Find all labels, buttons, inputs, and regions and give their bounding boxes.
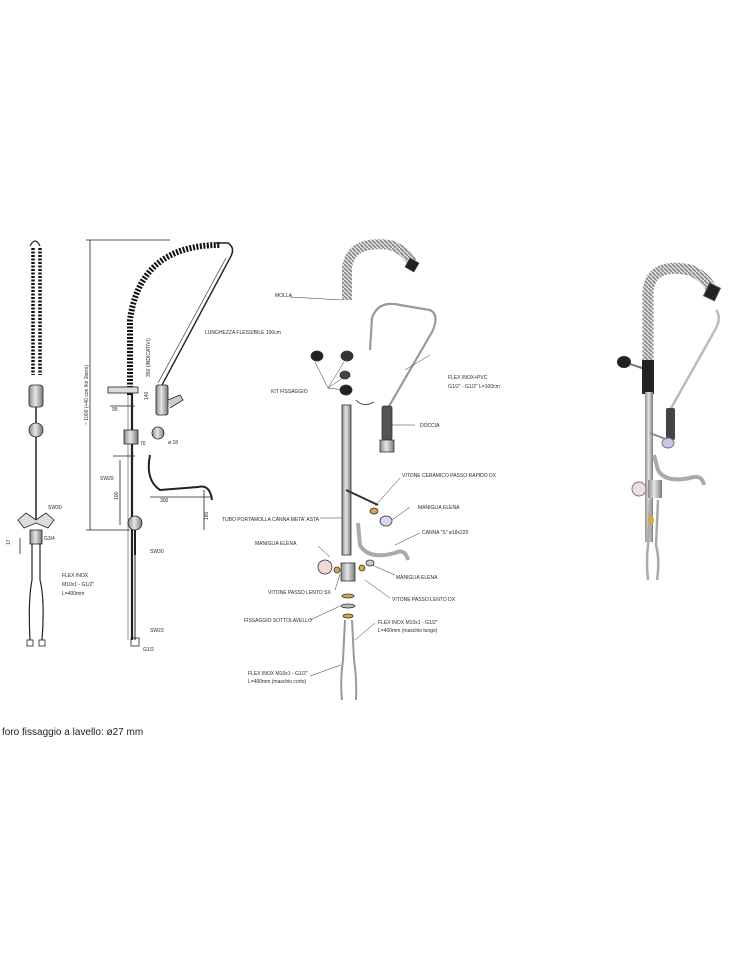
front-dim-17: 17 <box>6 539 12 545</box>
flex-short-label-2: L=400mm (maschio corto) <box>248 679 307 685</box>
exploded-labels: MOLLA KIT FISSAGGIO FLEX INOX+PVC G1/2" … <box>222 293 500 685</box>
side-sw30-label: SW30 <box>150 549 164 555</box>
flex-long-label-1: FLEX INOX M10x1 - G1/2" <box>378 620 438 626</box>
front-flex-line2: M10x1 - G1/2" <box>62 582 94 588</box>
indicativi-label: 350 (INDICATIVI) <box>146 338 152 377</box>
dim-140: 140 <box>144 391 150 400</box>
flex-pvc-label-1: FLEX INOX+PVC <box>448 375 488 381</box>
side-view <box>86 239 234 647</box>
molla-label: MOLLA <box>275 293 293 299</box>
front-view-labels: SW30 G3/4 17 FLEX INOX M10x1 - G1/2" L=4… <box>6 505 94 597</box>
exploded-leaders <box>289 296 431 677</box>
kit-fissaggio-label: KIT FISSAGGIO <box>271 389 308 395</box>
height-dim-label: ~ 1000 (+40 con fkk 1bero) <box>84 365 90 425</box>
doccia-label: DOCCIA <box>420 423 440 429</box>
flex-short-label-1: FLEX INOX M10x1 - G1/2" <box>248 671 308 677</box>
front-sw30-label: SW30 <box>48 505 62 511</box>
front-view <box>17 240 55 647</box>
vitone-dx-label: VITONE PASSO LENTO DX <box>392 597 456 603</box>
sw23-label: SW23 <box>150 628 164 634</box>
vitone-sx-label: VITONE PASSO LENTO SX <box>268 590 331 596</box>
side-view-labels: LUNGHEZZA FLESSIBILE 100cm 350 (INDICATI… <box>84 330 281 653</box>
front-flex-line1: FLEX INOX <box>62 573 89 579</box>
tubo-portamolla-label: TUBO PORTAMOLLA CANNA META' ASTA <box>222 517 320 523</box>
fissaggio-label: FISSAGGIO SOTTOLAVELLO <box>244 618 312 624</box>
dim-70: 70 <box>140 441 146 447</box>
dim-18: ø 18 <box>168 440 178 446</box>
sink-hole-caption: foro fissaggio a lavello: ø27 mm <box>2 727 144 738</box>
lunghezza-flessibile-label: LUNGHEZZA FLESSIBILE 100cm <box>205 330 281 336</box>
maniglia-elena-3-label: MANIGLIA ELENA <box>396 575 438 581</box>
flex-pvc-label-2: G1/2" - G1/2" L=100cm <box>448 384 500 390</box>
maniglia-elena-2-label: MANIGLIA ELENA <box>255 541 297 547</box>
canna-s-label: CANNA "S" ø18x220 <box>422 530 469 536</box>
g12-label: G1/2 <box>143 647 154 653</box>
flex-long-label-2: L=400mm (maschio lungo) <box>378 628 438 634</box>
dim-180: 180 <box>204 511 210 520</box>
sw29-label: SW29 <box>100 476 114 482</box>
rendered-view <box>617 262 722 581</box>
front-flex-line3: L=400mm <box>62 591 84 597</box>
front-g34-label: G3/4 <box>44 536 55 542</box>
dim-100: 100 <box>114 491 120 500</box>
dim-300: 300 <box>160 498 169 504</box>
maniglia-elena-1-label: MANIGLIA ELENA <box>418 505 460 511</box>
vitone-ceramico-label: VITONE CERAMICO PASSO RAPIDO DX <box>402 473 497 479</box>
exploded-view <box>310 239 437 701</box>
dim-95: 95 <box>112 407 118 413</box>
